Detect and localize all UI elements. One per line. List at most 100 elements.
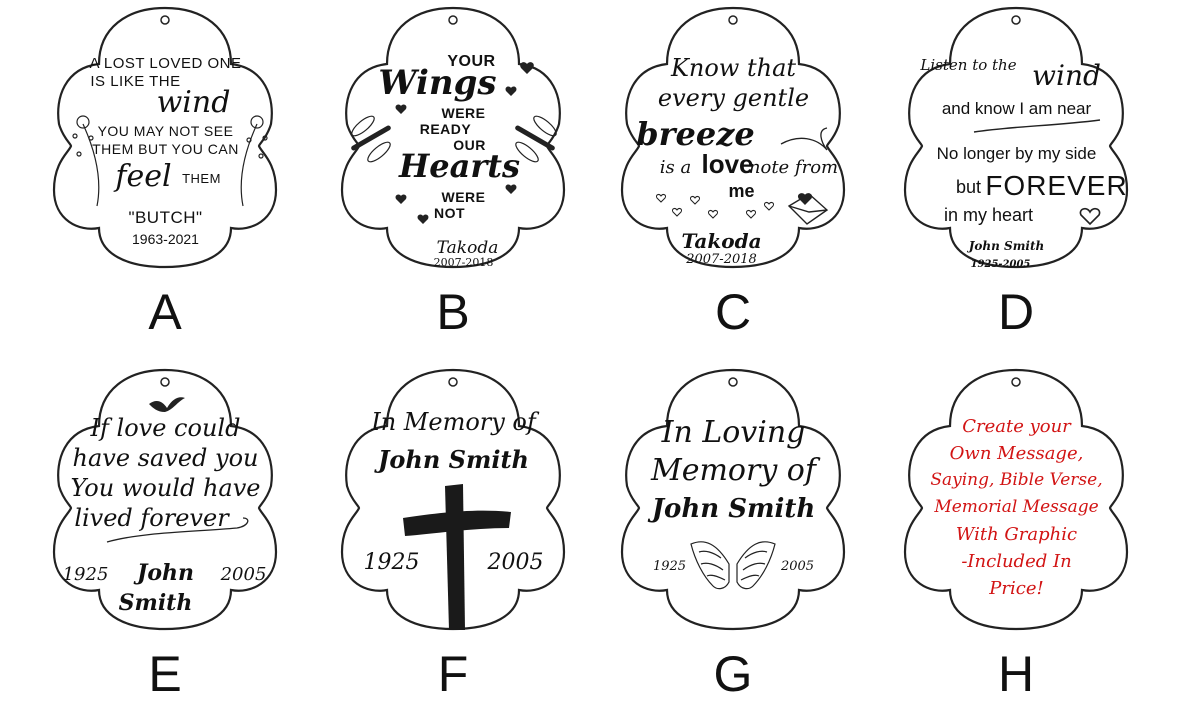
line-6: -Included In — [961, 551, 1072, 572]
hanging-hole — [728, 377, 738, 387]
ornament-option-f[interactable]: In Memory of John Smith 1925 2005 F — [303, 362, 603, 724]
angel-wings-icon — [690, 541, 776, 590]
line-2: Own Message, — [949, 443, 1084, 464]
line-5: love — [701, 149, 754, 179]
hanging-hole — [448, 15, 458, 25]
line-9: Takoda — [436, 238, 499, 258]
line-3: WERE — [441, 105, 486, 121]
line-6: Hearts — [399, 147, 520, 185]
ornament-b: YOUR Wings WERE READY OUR Hearts WERE NO… — [340, 6, 566, 269]
line-4: lived forever — [74, 504, 229, 532]
ornament-outline — [340, 6, 566, 269]
swirl-flourish — [780, 127, 828, 151]
ornament-option-g[interactable]: In Loving Memory of John Smith 1925 2005… — [583, 362, 883, 724]
line-4: READY — [419, 121, 472, 137]
ornament-outline — [620, 6, 846, 269]
line-7: THEM — [182, 171, 221, 186]
line-4: is a — [659, 157, 692, 178]
line-5: With Graphic — [955, 524, 1078, 545]
option-label: G — [713, 646, 753, 702]
line-7: Price! — [989, 578, 1044, 599]
line-8: Takoda — [681, 229, 762, 253]
line-7: WERE — [441, 189, 486, 205]
ornament-option-h[interactable]: Create your Own Message, Saying, Bible V… — [866, 362, 1166, 724]
line-1: YOUR — [447, 53, 496, 70]
line-2: John Smith — [378, 445, 529, 474]
line-4: 2005 — [487, 550, 544, 575]
line-2: IS LIKE THE — [90, 73, 181, 90]
line-9: 1963-2021 — [132, 231, 199, 247]
line-3: breeze — [636, 115, 755, 153]
hanging-hole — [160, 377, 170, 387]
line-2: have saved you — [72, 444, 259, 472]
line-1: In Memory of — [371, 408, 536, 436]
line-1: Know that — [670, 54, 797, 82]
ornament-option-a[interactable]: A LOST LOVED ONE IS LIKE THE wind YOU MA… — [15, 0, 315, 362]
line-8: John Smith — [968, 239, 1045, 253]
line-10: 2007-2018 — [433, 256, 494, 269]
line-2: Wings — [378, 63, 497, 103]
option-label: E — [148, 646, 182, 702]
line-4: Memorial Message — [934, 497, 1099, 517]
envelope-heart-icon — [787, 193, 829, 225]
line-6: John — [136, 560, 195, 586]
ornament-outline — [903, 6, 1129, 269]
ornament-d: Listen to the wind and know I am near No… — [903, 6, 1129, 270]
ornament-option-d[interactable]: Listen to the wind and know I am near No… — [866, 0, 1166, 362]
line-1: Listen to the — [920, 56, 1017, 74]
line-7: me — [728, 181, 755, 201]
line-9: 2007-2018 — [686, 252, 757, 267]
ornament-outline — [620, 368, 846, 631]
line-8: Smith — [118, 590, 193, 616]
line-6: note from — [748, 157, 839, 178]
heart-icon — [1079, 207, 1101, 226]
line-6: feel — [115, 159, 172, 194]
line-5: 2005 — [780, 559, 815, 574]
ornament-a: A LOST LOVED ONE IS LIKE THE wind YOU MA… — [52, 6, 278, 269]
line-4: 1925 — [652, 559, 687, 574]
line-1: Create your — [962, 416, 1071, 437]
line-3: wind — [156, 85, 231, 120]
ornament-option-e[interactable]: If love could have saved you You would h… — [15, 362, 315, 724]
line-3: You would have — [70, 474, 261, 502]
heart-icon — [656, 194, 774, 219]
line-9: 1925-2005 — [970, 259, 1031, 270]
option-label: H — [997, 646, 1035, 702]
heart-icon — [395, 62, 534, 224]
line-3: Saying, Bible Verse, — [930, 470, 1103, 490]
cross-icon — [403, 484, 511, 630]
ornament-h: Create your Own Message, Saying, Bible V… — [903, 368, 1129, 631]
option-label: C — [714, 284, 752, 340]
hanging-hole — [160, 15, 170, 25]
line-8: "BUTCH" — [128, 208, 203, 227]
ornament-option-b[interactable]: YOUR Wings WERE READY OUR Hearts WERE NO… — [303, 0, 603, 362]
ornament-outline — [52, 368, 278, 631]
line-5: 1925 — [62, 564, 109, 585]
bird-icon — [149, 397, 185, 412]
ornament-outline — [340, 368, 566, 631]
divider-flourish — [106, 517, 249, 543]
ornament-e: If love could have saved you You would h… — [52, 368, 278, 631]
option-label: B — [436, 284, 470, 340]
hanging-hole — [728, 15, 738, 25]
option-label: F — [437, 646, 469, 702]
line-1: A LOST LOVED ONE — [89, 55, 242, 72]
line-7: in my heart — [943, 205, 1034, 225]
ornament-option-c[interactable]: Know that every gentle breeze is a love … — [583, 0, 883, 362]
ornament-f: In Memory of John Smith 1925 2005 — [340, 368, 566, 631]
dragonfly-icon — [351, 115, 557, 163]
line-3: 1925 — [363, 550, 420, 575]
hanging-hole — [1011, 377, 1021, 387]
line-6: FOREVER — [985, 170, 1128, 201]
hanging-hole — [448, 377, 458, 387]
option-label: A — [148, 284, 182, 340]
ornament-g: In Loving Memory of John Smith 1925 2005 — [620, 368, 846, 631]
ornament-outline — [903, 368, 1129, 631]
line-7: 2005 — [220, 564, 267, 585]
ornament-c: Know that every gentle breeze is a love … — [620, 6, 846, 269]
dandelion-icon — [72, 115, 268, 207]
line-4: YOU MAY NOT SEE — [97, 123, 234, 139]
line-8: NOT — [433, 205, 466, 221]
line-1: If love could — [90, 414, 241, 442]
line-5: but — [955, 177, 982, 197]
